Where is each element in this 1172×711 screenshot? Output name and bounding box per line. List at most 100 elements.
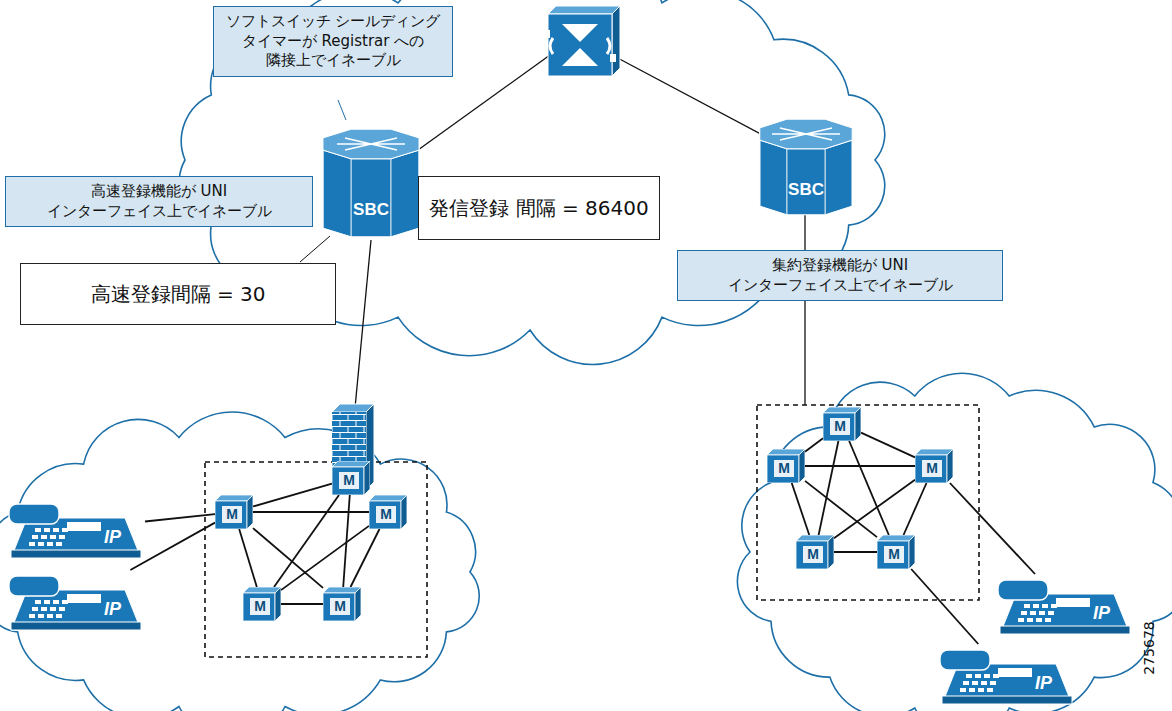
server-side <box>947 449 953 483</box>
server-mark: M <box>222 506 242 523</box>
phone-key <box>1027 618 1033 622</box>
link-line <box>805 465 915 467</box>
phone-handset <box>9 504 59 524</box>
server-top <box>915 449 953 455</box>
phone-key <box>29 614 35 618</box>
phone-key <box>29 542 35 546</box>
server-top <box>215 495 253 501</box>
phone-key <box>1030 611 1036 615</box>
sbc-device: SBC <box>752 112 860 222</box>
phone-key <box>1033 604 1039 608</box>
sbc-device: SBC <box>315 122 427 244</box>
server-top <box>877 535 915 541</box>
phone-key <box>50 607 56 611</box>
phone-icon <box>994 574 1134 636</box>
link-wire <box>355 240 371 408</box>
link-line <box>253 528 323 588</box>
callout-text: 高速登録間隔 = 30 <box>91 281 266 307</box>
phone-display <box>67 522 101 531</box>
link-line <box>805 481 877 537</box>
cluster-box <box>757 405 979 600</box>
sbc-edge <box>351 159 352 237</box>
phone-key <box>969 688 975 692</box>
phone-key <box>960 688 966 692</box>
sbc-top <box>323 129 419 159</box>
phone-mark: IP <box>104 527 121 548</box>
cloud-outline <box>737 373 1172 711</box>
phone-key <box>978 688 984 692</box>
call-manager: M <box>823 407 861 441</box>
server-body <box>796 541 828 569</box>
server-body <box>369 501 401 529</box>
sbc-edge <box>852 140 853 206</box>
phone-display <box>998 668 1032 677</box>
phone-handset <box>9 576 59 596</box>
phone-key <box>32 535 38 539</box>
phone-key <box>56 614 62 618</box>
phone-key <box>35 528 41 532</box>
phone-mark: IP <box>104 599 121 620</box>
softswitch-icon <box>544 6 620 76</box>
callout-box: ソフトスイッチ シールディング タイマーが Registrar への 隣接上でイ… <box>213 6 453 77</box>
server-body <box>243 593 275 621</box>
phone-key <box>1021 611 1027 615</box>
server-side <box>247 495 253 529</box>
sbc-top-mark <box>337 138 405 150</box>
phone-key <box>1036 618 1042 622</box>
phone-key <box>1042 604 1048 608</box>
call-manager: M <box>915 449 953 483</box>
sbc-edge <box>786 149 787 215</box>
phone-key <box>41 535 47 539</box>
ip-phone: IP <box>936 644 1076 706</box>
phone-handset <box>998 580 1048 600</box>
sbc-edge <box>759 140 760 206</box>
server-top <box>823 407 861 413</box>
phone-display <box>1056 598 1090 607</box>
link-line <box>950 483 1035 574</box>
callout-text: ソフトスイッチ シールディング タイマーが Registrar への 隣接上でイ… <box>222 12 444 71</box>
sbc-edge <box>322 150 323 228</box>
server-mark: M <box>339 472 359 489</box>
link-line <box>911 569 978 644</box>
phone-key <box>981 681 987 685</box>
link-line <box>834 551 877 553</box>
leader-line <box>338 100 346 120</box>
callout-box: 高速登録機能が UNI インターフェイス上でイネーブル <box>5 176 313 227</box>
sbc-edge <box>390 159 391 237</box>
phone-key <box>41 607 47 611</box>
server-side <box>364 461 370 495</box>
callout-text: 集約登録機能が UNI インターフェイス上でイネーブル <box>686 256 994 295</box>
ip-phone: IP <box>5 570 145 632</box>
phone-key <box>38 542 44 546</box>
server-mark: M <box>830 418 850 435</box>
phone-key <box>44 528 50 532</box>
server-body <box>915 455 947 483</box>
call-manager: M <box>796 535 834 569</box>
phone-mark: IP <box>1093 603 1110 624</box>
phone-key <box>50 535 56 539</box>
phone-key <box>1024 604 1030 608</box>
phone-key <box>35 600 41 604</box>
phone-key <box>972 681 978 685</box>
link-line <box>904 483 927 535</box>
server-side <box>401 495 407 529</box>
link-line <box>819 441 839 535</box>
phone-key <box>59 535 65 539</box>
phone-base <box>11 622 141 630</box>
sbc-top-mark <box>772 128 840 140</box>
link-line <box>130 523 215 570</box>
phone-key <box>987 688 993 692</box>
phone-key <box>56 542 62 546</box>
sbc-icon <box>315 122 427 244</box>
phone-icon <box>5 570 145 632</box>
call-manager: M <box>215 495 253 529</box>
phone-icon <box>936 644 1076 706</box>
phone-base <box>11 550 141 558</box>
phone-key <box>53 600 59 604</box>
phone-key <box>975 674 981 678</box>
link-line <box>805 438 823 452</box>
ip-phone: IP <box>994 574 1134 636</box>
server-side <box>828 535 834 569</box>
